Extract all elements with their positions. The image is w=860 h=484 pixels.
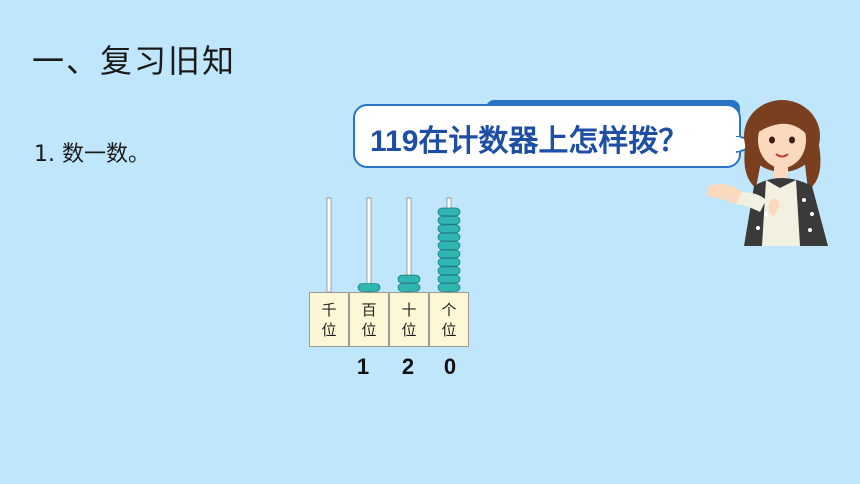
place-label-top: 个 [441,300,457,319]
speech-text: 119在计数器上怎样拨？ [370,125,689,158]
abacus-bead [397,283,421,292]
place-label-top: 十 [401,300,417,319]
place-box-ones: 个 位 [429,292,469,347]
teacher-illustration [706,100,828,246]
abacus-rod-hundreds [366,197,372,293]
place-label-bottom: 位 [321,320,337,339]
place-box-hundreds: 百 位 [349,292,389,347]
abacus-bead [437,207,461,217]
abacus-bead [437,257,461,267]
digit-ones: 0 [443,354,457,379]
question-label: 1. 数一数。 [34,142,150,167]
abacus-bead [437,283,461,292]
place-box-thousands: 千 位 [309,292,349,347]
abacus-bead [437,249,461,259]
place-label-bottom: 位 [441,320,457,339]
page-title: 一、复习旧知 [32,42,237,80]
digit-tens: 2 [401,354,415,379]
abacus-bead [397,274,421,284]
digit-hundreds: 1 [356,354,370,379]
place-label-top: 千 [321,300,337,319]
abacus-bead [437,232,461,242]
abacus-rod-thousands [326,197,332,293]
place-label-top: 百 [361,300,377,319]
place-label-bottom: 位 [401,320,417,339]
place-box-tens: 十 位 [389,292,429,347]
abacus-bead [437,224,461,234]
abacus-bead [437,241,461,250]
abacus-bead [437,274,461,284]
place-label-bottom: 位 [361,320,377,339]
abacus-bead [437,215,461,225]
abacus-bead [357,283,381,292]
abacus-bead [437,266,461,275]
